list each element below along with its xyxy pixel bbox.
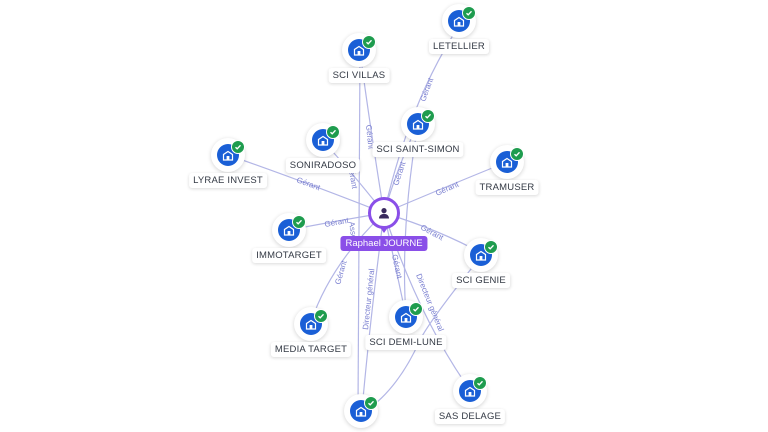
company-name: TRAMUSER: [475, 180, 539, 195]
check-icon: [235, 144, 242, 150]
building-icon: [222, 150, 234, 161]
company-name: SCI SAINT-SIMON: [372, 142, 464, 157]
building-icon: [412, 119, 424, 130]
building-icon: [317, 135, 329, 146]
edge-label-immotarget: Gérant: [324, 216, 350, 229]
building-icon: [355, 406, 367, 417]
company-name: SONIRADOSO: [285, 158, 361, 173]
building-icon: [453, 16, 465, 27]
company-name: LYRAE INVEST: [189, 173, 267, 188]
edge-label-sci-demi-lune: Gérant: [390, 254, 404, 281]
building-icon: [305, 319, 317, 330]
company-name: SCI DEMI-LUNE: [365, 335, 447, 350]
company-name: SCI VILLAS: [328, 68, 390, 83]
edge-label-sci-saint-simon: Gérant: [391, 160, 407, 187]
edge-label-sci-bottom: Directeur général: [361, 268, 376, 330]
edge-villas-bottom: [357, 51, 361, 411]
building-icon: [464, 386, 476, 397]
building-icon: [283, 225, 295, 236]
person-icon: [379, 208, 389, 219]
edge-label-media-target: Gérant: [333, 259, 349, 286]
check-icon: [366, 39, 373, 45]
check-icon: [466, 10, 473, 16]
check-icon: [425, 113, 432, 119]
check-icon: [330, 129, 337, 135]
check-icon: [514, 151, 521, 157]
building-icon: [475, 250, 487, 261]
check-icon: [296, 219, 303, 225]
check-icon: [413, 306, 420, 312]
check-icon: [318, 313, 325, 319]
check-icon: [488, 244, 495, 250]
building-icon: [400, 312, 412, 323]
check-icon: [368, 400, 375, 406]
edge-lyrae-invest: [227, 154, 385, 214]
company-name: MEDIA TARGET: [270, 342, 352, 357]
edge-label-extra: Asso: [347, 221, 358, 240]
edge-label-letellier: Gérant: [418, 76, 435, 103]
company-name: SCI GENIE: [452, 273, 510, 288]
check-icon: [477, 380, 484, 386]
company-name: LETELLIER: [429, 39, 489, 54]
building-icon: [353, 45, 365, 56]
edge-label-sci-villas: Gérant: [364, 124, 376, 150]
person-name: Raphael JOURNE: [340, 236, 428, 251]
company-name: IMMOTARGET: [252, 248, 326, 263]
edge-label-lyrae-invest: Gérant: [295, 175, 322, 192]
edge-label-tramuser: Gérant: [434, 179, 461, 197]
building-icon: [501, 157, 513, 168]
company-name: SAS DELAGE: [434, 409, 506, 424]
